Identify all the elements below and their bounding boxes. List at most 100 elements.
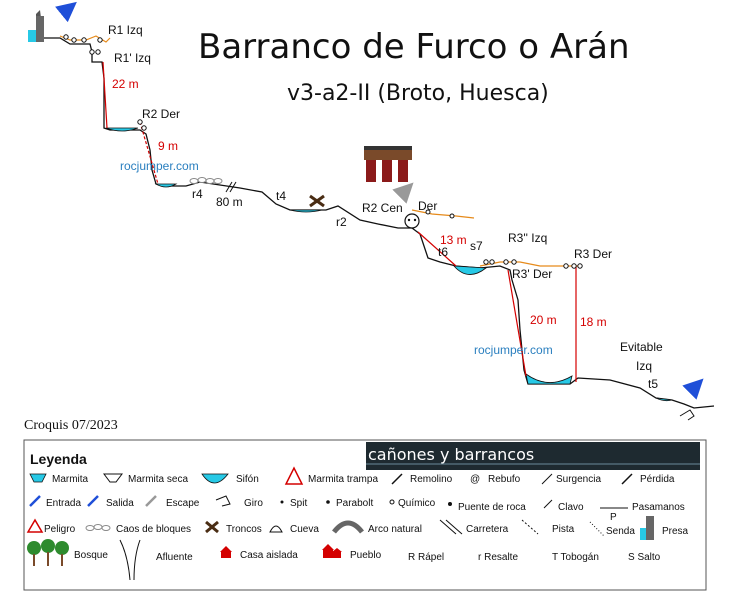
label-izq: Izq <box>636 359 652 373</box>
label-evitable: Evitable <box>620 340 663 354</box>
label-d22: 22 m <box>112 77 139 91</box>
siphon-pool-icon <box>453 265 488 275</box>
label-d18: 18 m <box>580 315 607 329</box>
legend-pista: Pista <box>552 524 575 535</box>
anchor-points <box>63 34 583 269</box>
perdida-icon <box>621 473 633 485</box>
label-t4: t4 <box>276 189 286 203</box>
legend-clavo: Clavo <box>558 502 584 513</box>
legend-pueblo: Pueblo <box>350 550 382 561</box>
legend-troncos: Troncos <box>226 524 262 535</box>
pueblo-icon <box>322 544 342 558</box>
legend-salto: S Salto <box>628 552 661 563</box>
banner-text: cañones y barrancos <box>368 445 534 464</box>
legend-surgencia: Surgencia <box>556 474 601 485</box>
legend-carretera: Carretera <box>466 524 509 535</box>
legend-tobogan: T Tobogán <box>552 552 599 563</box>
label-d13: 13 m <box>440 233 467 247</box>
sifon-icon <box>201 473 229 484</box>
legend-quimico: Químico <box>398 498 436 509</box>
drop-line-9 <box>139 121 159 185</box>
turn-icon <box>679 409 695 421</box>
escape-icon <box>145 495 157 507</box>
salida-icon <box>87 495 99 507</box>
rebufo-icon: @ <box>470 474 480 485</box>
natural-arch-icon <box>404 213 420 229</box>
entrada-icon <box>29 495 41 507</box>
quimico-icon <box>389 499 395 505</box>
legend-pasamanos: Pasamanos <box>632 502 685 513</box>
legend-peligro: Peligro <box>44 524 76 535</box>
marmita-seca-icon <box>103 473 123 483</box>
drop-line-13 <box>417 231 457 267</box>
legend-marmita-trampa: Marmita trampa <box>308 474 378 485</box>
boulders-icon <box>189 177 223 184</box>
legend-caos: Caos de bloques <box>116 524 191 535</box>
cueva-icon <box>269 525 283 533</box>
pool-t4 <box>289 209 323 213</box>
legend-marmita: Marmita <box>52 474 89 485</box>
legend-casa: Casa aislada <box>240 550 298 561</box>
legend-arco: Arco natural <box>368 524 422 535</box>
watermark-1: rocjumper.com <box>120 159 199 173</box>
legend-entrada: Entrada <box>46 498 81 509</box>
giro-icon <box>215 495 231 507</box>
start-dam-icon <box>28 10 44 42</box>
senda-icon <box>589 521 605 537</box>
legend-afluente: Afluente <box>156 552 193 563</box>
legend-sifon: Sifón <box>236 474 259 485</box>
label-r3p: R3' Der <box>512 267 552 281</box>
banner <box>366 442 700 470</box>
label-t5: t5 <box>648 377 658 391</box>
label-r1p: R1' Izq <box>114 51 151 65</box>
legend-cueva: Cueva <box>290 524 319 535</box>
arco-icon <box>332 520 364 534</box>
clavo-icon <box>543 499 553 509</box>
label-d20: 20 m <box>530 313 557 327</box>
drop-line-22 <box>102 61 108 129</box>
presa-icon <box>640 516 654 540</box>
label-r2: r2 <box>336 215 347 229</box>
legend-salida: Salida <box>106 498 134 509</box>
remolino-icon <box>391 473 403 485</box>
legend-senda: Senda <box>606 526 635 537</box>
entry-arrow-icon <box>55 1 77 23</box>
puente-roca-icon <box>448 502 452 506</box>
legend-rebufo: Rebufo <box>488 474 521 485</box>
legend-remolino: Remolino <box>410 474 453 485</box>
legend-giro: Giro <box>244 498 263 509</box>
surgencia-icon <box>541 473 553 485</box>
page-subtitle: v3-a2-II (Broto, Huesca) <box>287 81 549 106</box>
exit-arrow-icon <box>682 378 704 400</box>
pool-r2 <box>154 183 178 188</box>
legend-parabolt: Parabolt <box>336 498 373 509</box>
bridge-icon <box>364 146 412 182</box>
handline-r1 <box>59 35 111 43</box>
drop-line-20 <box>507 269 527 377</box>
pool-r3 <box>525 373 573 385</box>
pool-t5 <box>655 397 673 402</box>
troncos-icon <box>205 520 219 534</box>
legend: Leyenda cañones y barrancos Marmita Marm… <box>23 439 707 591</box>
label-der: Der <box>418 199 437 213</box>
escape-arrow-icon <box>392 182 414 204</box>
legend-rapel: R Rápel <box>408 552 444 563</box>
parabolt-icon <box>326 500 330 504</box>
legend-heading: Leyenda <box>30 451 87 467</box>
label-r3pp: R3'' Izq <box>508 231 547 245</box>
page-title: Barranco de Furco o Arán <box>198 27 630 67</box>
handline-r2-der <box>411 209 475 219</box>
afluente-icon <box>119 539 141 581</box>
pista-icon <box>521 519 539 535</box>
label-d9: 9 m <box>158 139 178 153</box>
label-r1: R1 Izq <box>108 23 143 37</box>
distance-break-icon <box>225 181 237 193</box>
legend-perdida: Pérdida <box>640 474 675 485</box>
legend-marmita-seca: Marmita seca <box>128 474 188 485</box>
legend-presa: Presa <box>662 526 689 537</box>
carretera-icon <box>439 519 463 535</box>
legend-resalte: r Resalte <box>478 552 518 563</box>
watermark-2: rocjumper.com <box>474 343 553 357</box>
